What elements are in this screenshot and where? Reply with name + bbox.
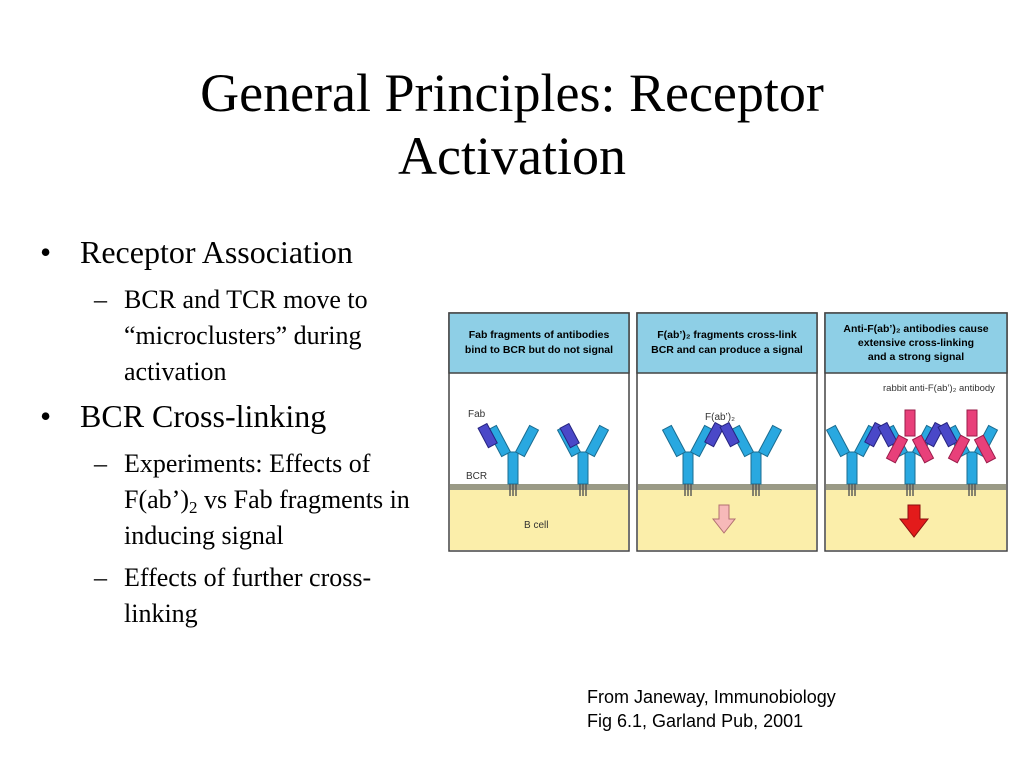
panel-header-bg xyxy=(448,312,630,374)
bullet-bcr-cross-linking: • BCR Cross-linking xyxy=(36,396,436,436)
sub-bullet-text: Effects of further cross-linking xyxy=(124,563,372,628)
label-fab2: F(ab’)₂ xyxy=(705,412,735,423)
label-bcr: BCR xyxy=(466,471,487,482)
sub-bullet-dash: – xyxy=(94,285,107,314)
bullet-dot: • xyxy=(40,234,52,270)
panel-header-line3: and a strong signal xyxy=(868,351,964,363)
panel-header-line2: BCR and can produce a signal xyxy=(651,344,803,356)
label-fab: Fab xyxy=(468,409,486,420)
cell-membrane xyxy=(638,484,816,490)
sub-bullet-experiments: – Experiments: Effects of F(ab’)2 vs Fab… xyxy=(36,446,436,554)
panel-fab: Fab fragments of antibodies bind to BCR … xyxy=(448,312,630,552)
slide-title-line1: General Principles: Receptor xyxy=(200,63,824,123)
sub-bullet-dash: – xyxy=(94,563,107,592)
sub-bullet-text-post: vs Fab fragments in inducing signal xyxy=(124,485,410,550)
sub-bullet-further-cross-linking: – Effects of further cross-linking xyxy=(36,560,436,632)
b-cell-body xyxy=(450,488,628,550)
sub-bullet-text: BCR and TCR move to “microclusters” duri… xyxy=(124,285,368,386)
subscript-2: 2 xyxy=(188,498,198,517)
bullet-list: • Receptor Association – BCR and TCR mov… xyxy=(36,232,436,638)
panel-anti-fab2: Anti-F(ab’)₂ antibodies cause extensive … xyxy=(824,312,1008,552)
bullet-text: Receptor Association xyxy=(80,234,353,270)
slide-title-line2: Activation xyxy=(398,126,626,186)
figure-citation: From Janeway, Immunobiology Fig 6.1, Gar… xyxy=(587,685,987,733)
slide-title: General Principles: Receptor Activation xyxy=(0,62,1024,188)
bullet-dot: • xyxy=(40,398,52,434)
cell-membrane xyxy=(826,484,1006,490)
panel-header-bg xyxy=(824,312,1008,374)
citation-line2: Fig 6.1, Garland Pub, 2001 xyxy=(587,711,804,731)
panel-header-bg xyxy=(636,312,818,374)
sub-bullet-dash: – xyxy=(94,449,107,478)
panel-fab2: F(ab’)₂ fragments cross-link BCR and can… xyxy=(636,312,818,552)
panel-header-line2: bind to BCR but do not signal xyxy=(465,344,613,356)
label-b-cell: B cell xyxy=(524,520,548,531)
cell-membrane xyxy=(450,484,628,490)
bcr-crosslinking-diagram: Fab fragments of antibodies bind to BCR … xyxy=(448,312,1008,552)
bullet-receptor-association: • Receptor Association xyxy=(36,232,436,272)
panel-header-line1: F(ab’)₂ fragments cross-link xyxy=(657,329,797,341)
panel-header-line2: extensive cross-linking xyxy=(858,337,974,349)
weak-signal-arrow xyxy=(711,504,737,534)
panel-header-line1: Fab fragments of antibodies xyxy=(469,329,610,341)
bullet-text: BCR Cross-linking xyxy=(80,398,327,434)
panel-header-line1: Anti-F(ab’)₂ antibodies cause xyxy=(843,323,988,335)
strong-signal-arrow xyxy=(898,504,930,538)
sub-bullet-text-pre: Experiments: Effects of F(ab’) xyxy=(124,449,371,514)
citation-line1: From Janeway, Immunobiology xyxy=(587,687,836,707)
sub-bullet-microclusters: – BCR and TCR move to “microclusters” du… xyxy=(36,282,436,390)
label-rabbit-antibody: rabbit anti-F(ab’)₂ antibody xyxy=(883,383,995,394)
